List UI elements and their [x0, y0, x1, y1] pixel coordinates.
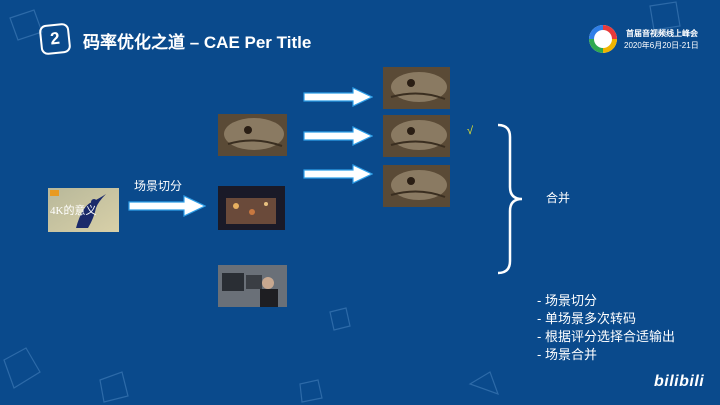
step-item: - 根据评分选择合适输出 [537, 328, 675, 346]
event-logo-icon [588, 24, 618, 54]
merge-label: 合并 [546, 189, 570, 206]
step-item: - 场景切分 [537, 292, 675, 310]
scene-thumbnail-1 [218, 114, 287, 156]
split-arrow-icon [128, 195, 206, 217]
scene-thumbnail-3 [218, 265, 287, 307]
slide-title: 码率优化之道 – CAE Per Title [83, 28, 311, 53]
bilibili-logo: bilibili [654, 373, 704, 391]
scene-split-label: 场景切分 [134, 177, 182, 194]
transcode-arrow-1-icon [303, 87, 373, 107]
transcode-arrow-3-icon [303, 164, 373, 184]
event-date: 2020年6月20日-21日 [624, 40, 699, 51]
step-item: - 单场景多次转码 [537, 310, 675, 328]
scene-thumbnail-2 [218, 186, 285, 230]
steps-list: - 场景切分 - 单场景多次转码 - 根据评分选择合适输出 - 场景合并 [537, 292, 675, 364]
transcoded-output-3 [383, 165, 450, 207]
transcode-arrow-2-icon [303, 126, 373, 146]
step-item: - 场景合并 [537, 346, 675, 364]
selected-check-mark: √ [467, 125, 473, 137]
transcoded-output-1 [383, 67, 450, 109]
transcoded-output-2 [383, 115, 450, 157]
event-name: 首届音视频线上峰会 [626, 28, 698, 39]
source-video-thumbnail: 4K的意义 [48, 188, 119, 232]
source-video-caption: 4K的意义 [50, 202, 96, 218]
slide-number: 2 [39, 23, 72, 56]
merge-brace-icon [496, 123, 528, 275]
